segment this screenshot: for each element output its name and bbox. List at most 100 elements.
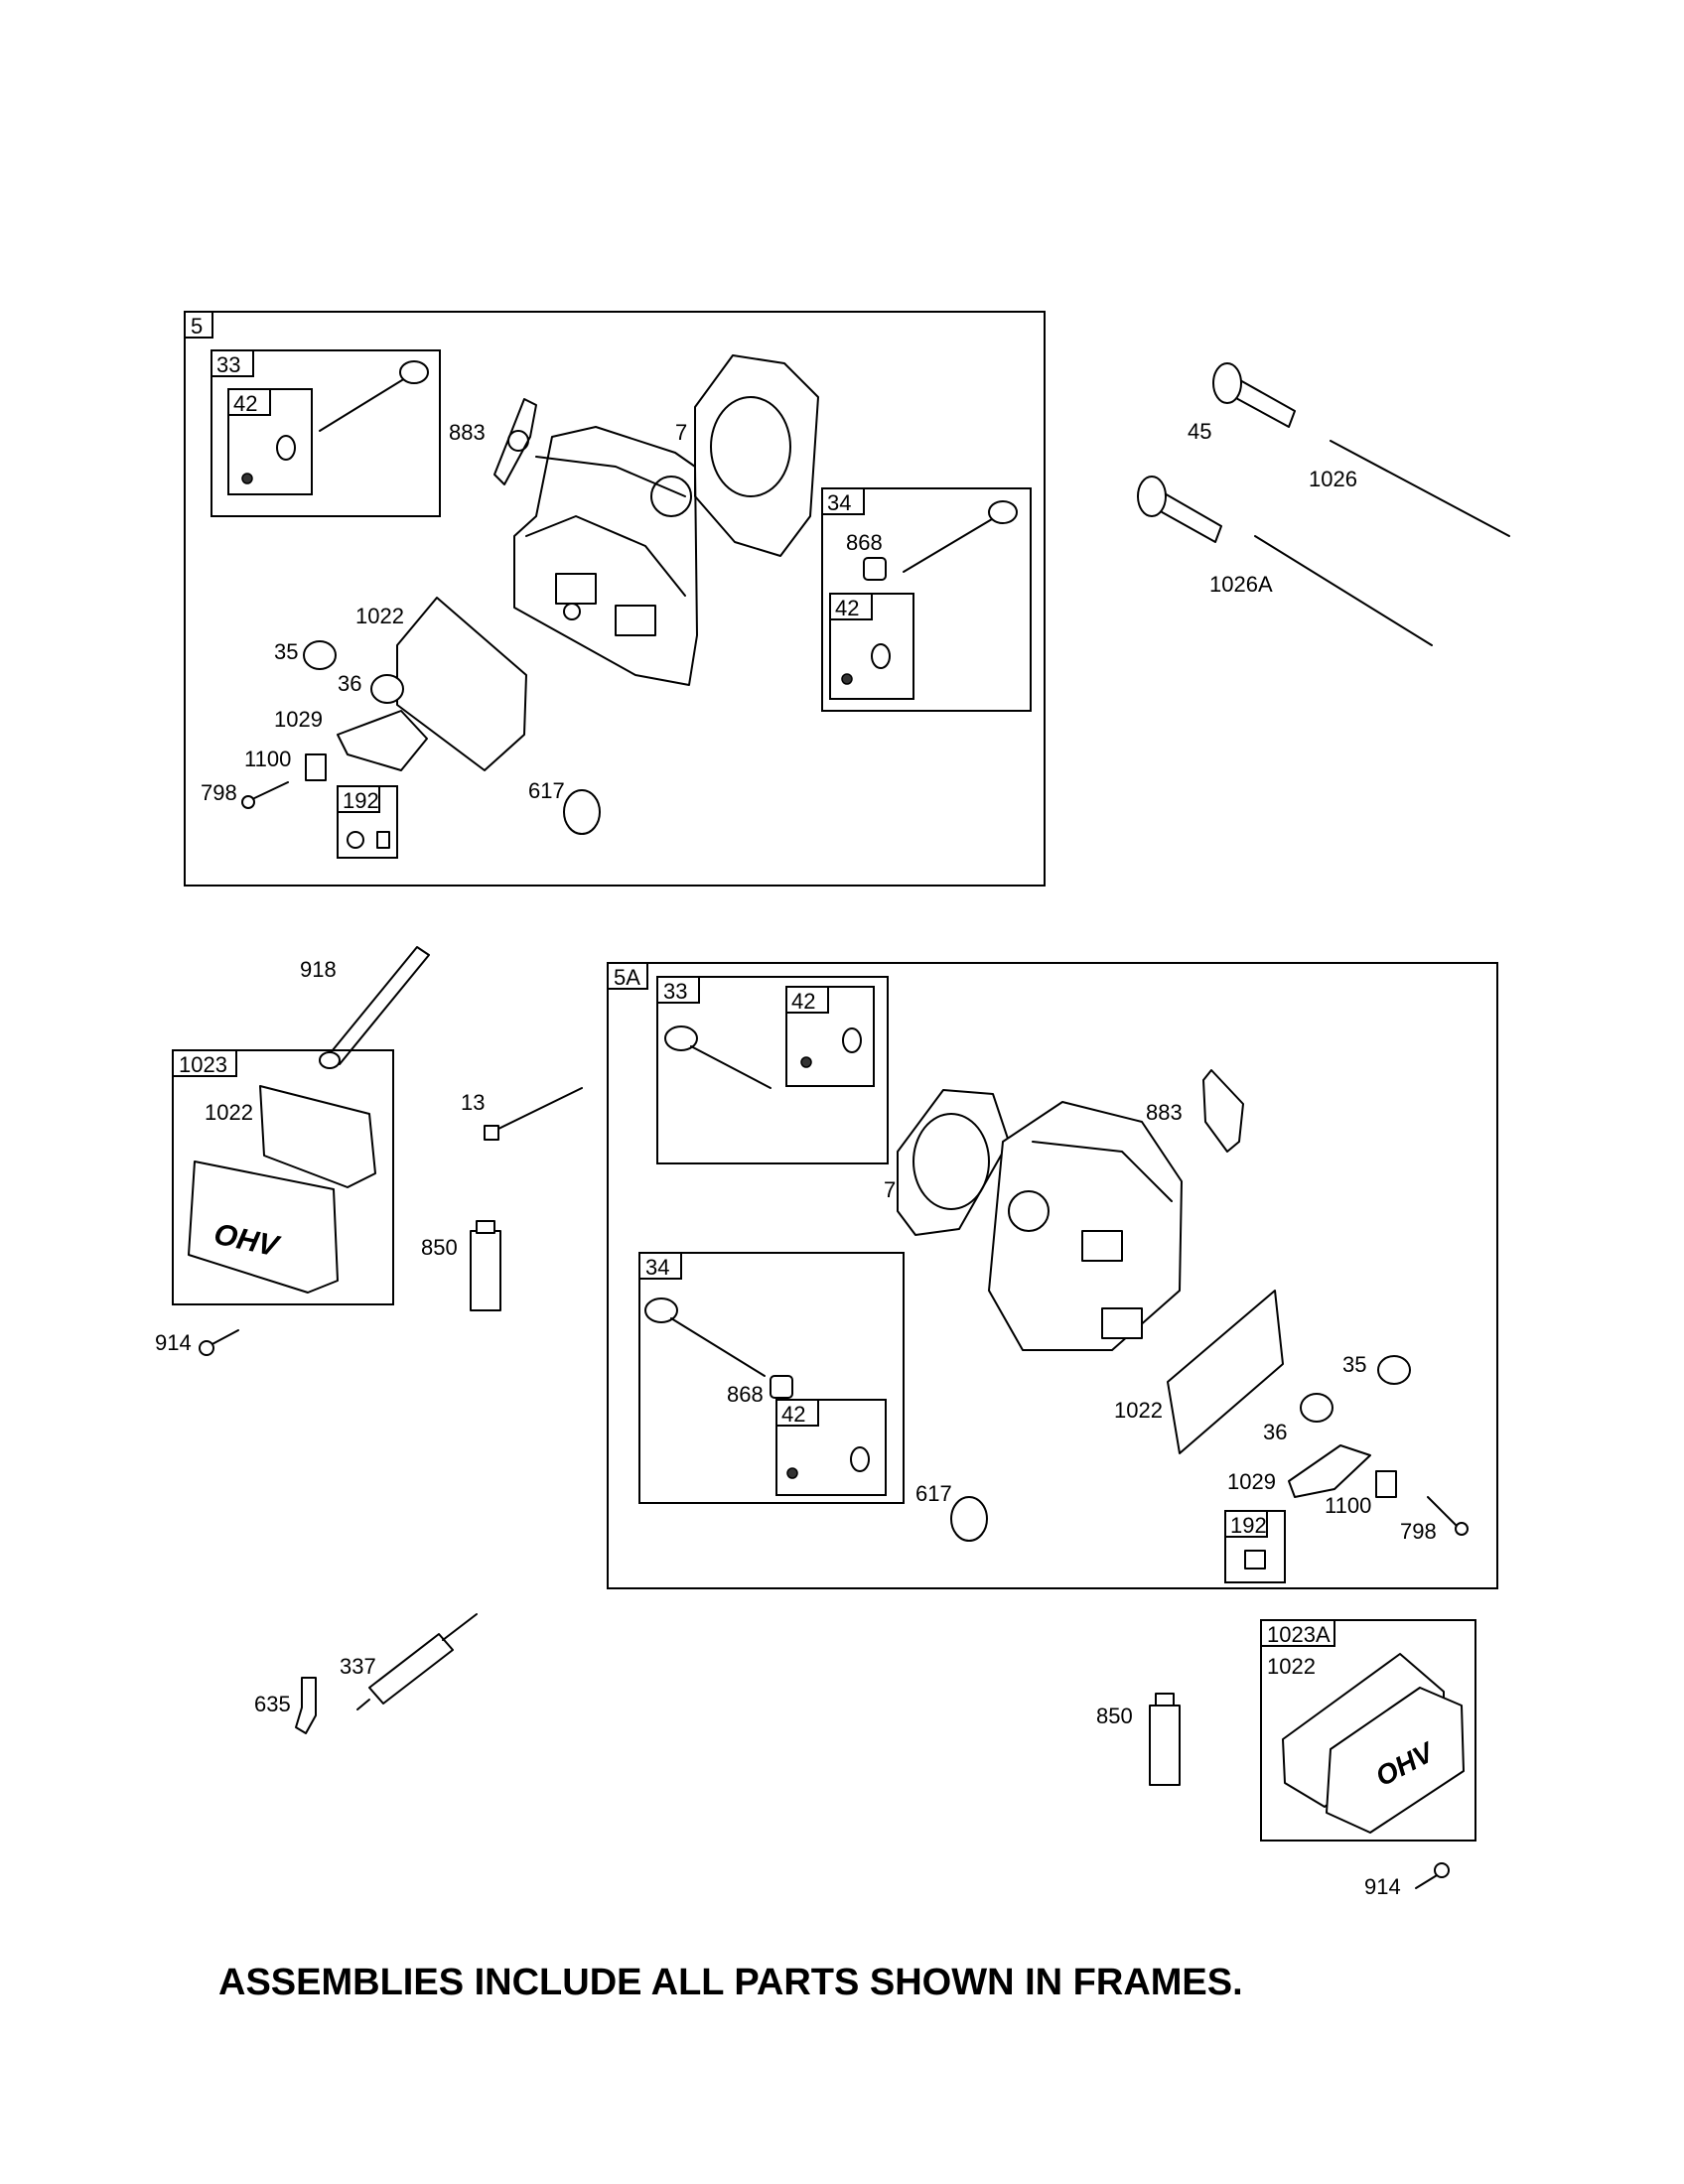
callout-13: 13 (461, 1090, 485, 1115)
o-ring-617 (950, 1496, 988, 1542)
rocker-cover-frame-1023A: 1023A 1022 OHV (1260, 1619, 1476, 1842)
exhaust-valve-frame: 34 868 42 (638, 1252, 905, 1504)
frame-label: 33 (663, 979, 687, 1004)
callout-1100: 1100 (244, 747, 291, 771)
valve-spring-36 (1300, 1393, 1333, 1423)
callout-7: 7 (884, 1177, 896, 1202)
valve-seal (842, 1027, 862, 1053)
spark-plug-337 (368, 1633, 454, 1705)
rocker-arm-1029 (337, 710, 428, 771)
frame-label: 34 (827, 490, 851, 515)
rocker-cover (188, 1160, 339, 1294)
rocker-pivot-1100 (305, 753, 327, 781)
frame-label: 1023 (179, 1052, 227, 1077)
valve-spring-36 (370, 674, 404, 704)
cylinder-head (513, 426, 698, 686)
nut-frame-192: 192 (337, 785, 398, 859)
callout-1022: 1022 (355, 604, 404, 628)
callout-36: 36 (1263, 1420, 1287, 1444)
callout-1022: 1022 (1267, 1654, 1316, 1679)
rocker-arm-1029 (1288, 1444, 1371, 1498)
frame-label: 33 (216, 352, 240, 377)
rocker-stud-798 (1427, 1496, 1461, 1530)
callout-35: 35 (274, 639, 298, 664)
valve-keeper (241, 473, 253, 484)
left-parts: 918 1023 1022 OHV 13 850 914 (155, 946, 583, 1356)
valve-guide-868 (863, 557, 887, 581)
callout-883: 883 (449, 420, 486, 445)
exhaust-valve-frame: 34 868 42 (821, 487, 1032, 712)
intake-valve-frame: 33 42 (210, 349, 441, 517)
callout-1022: 1022 (205, 1100, 253, 1125)
callout-1029: 1029 (274, 707, 323, 732)
cylinder-head (988, 1101, 1183, 1351)
rocker-gasket (1167, 1290, 1284, 1454)
valve-stem (319, 374, 411, 432)
intake-valve-frame: 33 42 (656, 976, 889, 1164)
frame-label: 192 (1230, 1513, 1267, 1538)
rocker-pivot-1100 (1375, 1470, 1397, 1498)
callout-850: 850 (1096, 1704, 1133, 1728)
callout-36: 36 (338, 671, 361, 696)
frame-label: 5 (191, 314, 203, 339)
valve-keeper (786, 1467, 798, 1479)
callout-914: 914 (1364, 1874, 1401, 1899)
valve-keeper (800, 1056, 812, 1068)
callout-1100: 1100 (1325, 1493, 1371, 1518)
callout-1026: 1026 (1309, 467, 1357, 491)
rocker-cover-frame-1023: 1023 1022 OHV (172, 1049, 394, 1305)
valve-head (399, 360, 429, 384)
assembly-frame-5A: 5A 33 42 883 7 34 (607, 962, 1498, 1589)
valve-spring-35 (303, 640, 337, 670)
callout-1022: 1022 (1114, 1398, 1163, 1423)
valve-guide-868 (770, 1375, 793, 1399)
valve-head (644, 1297, 678, 1323)
rocker-stud-798 (249, 781, 289, 801)
callout-7: 7 (675, 420, 687, 445)
pushrod-1026A (1254, 535, 1433, 646)
callout-617: 617 (915, 1481, 952, 1506)
callout-45: 45 (1188, 419, 1211, 444)
rocker-cover (1326, 1687, 1465, 1834)
frame-label: 34 (645, 1255, 669, 1280)
valve-keeper (841, 673, 853, 685)
gasket-883 (1202, 1069, 1244, 1153)
valve-seal (276, 435, 296, 461)
callout-850: 850 (421, 1235, 458, 1260)
valve-stem (670, 1317, 766, 1377)
valve-stem (690, 1045, 772, 1089)
valve-stem (903, 515, 998, 573)
callout-798: 798 (1400, 1519, 1437, 1544)
callout-337: 337 (340, 1654, 376, 1679)
callout-1026A: 1026A (1209, 572, 1273, 597)
spark-plug-group: 337 635 (254, 1613, 478, 1734)
callout-914: 914 (155, 1330, 192, 1355)
assembly-frame-5: 5 33 42 883 7 (184, 311, 1046, 887)
callout-868: 868 (846, 530, 883, 555)
callout-883: 883 (1146, 1100, 1183, 1125)
frame-label: 192 (343, 788, 379, 813)
pushrod-group: 45 1026 1026A (1137, 362, 1510, 646)
callout-635: 635 (254, 1692, 291, 1716)
head-gasket-7 (694, 354, 819, 557)
valve-head (988, 500, 1018, 524)
callout-868: 868 (727, 1382, 764, 1407)
callout-1029: 1029 (1227, 1469, 1276, 1494)
frame-label: 1023A (1267, 1622, 1331, 1647)
o-ring-617 (563, 789, 601, 835)
frame-label: 42 (233, 391, 257, 416)
nut-frame-192: 192 (1224, 1510, 1286, 1583)
tube-918 (327, 946, 430, 1065)
frame-label: 42 (781, 1402, 805, 1427)
bolt-13 (491, 1087, 583, 1133)
valve-head (664, 1025, 698, 1051)
callout-617: 617 (528, 778, 565, 803)
callout-798: 798 (201, 780, 237, 805)
callout-35: 35 (1342, 1352, 1366, 1377)
sealant-tube (1149, 1705, 1181, 1786)
valve-seal (871, 643, 891, 669)
rocker-gasket (396, 597, 527, 771)
frame-label: 5A (614, 965, 640, 990)
pushrod-1026 (1330, 440, 1510, 537)
